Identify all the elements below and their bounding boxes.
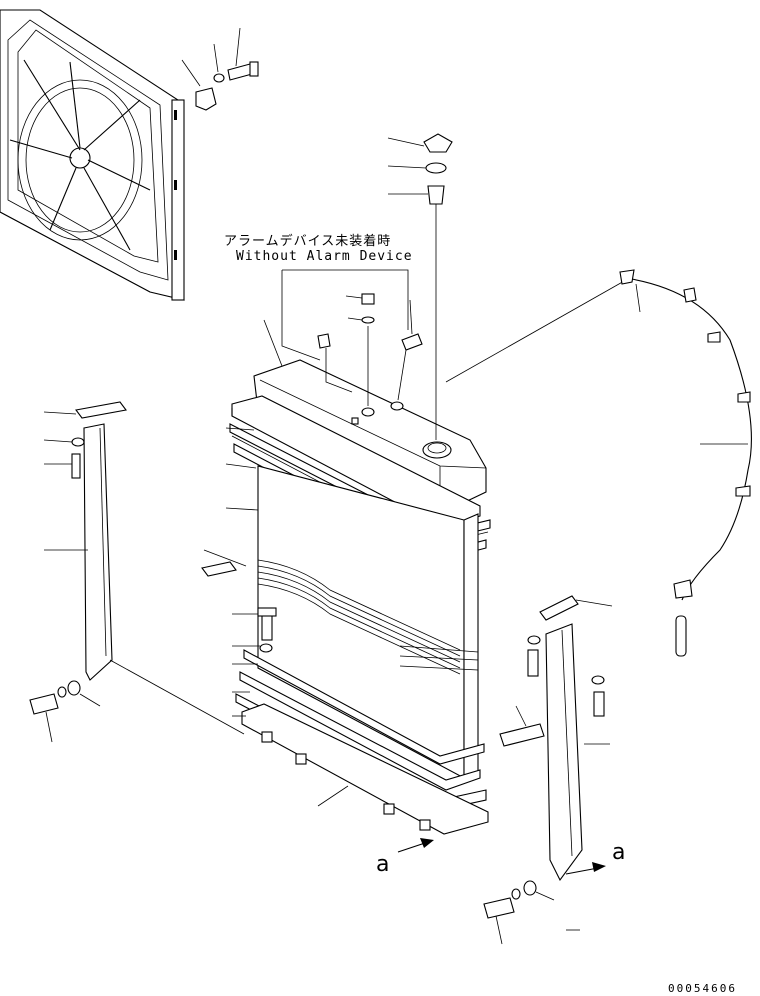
shroud-mount-parts (181, 27, 259, 111)
left-side-stay (29, 401, 245, 743)
alarm-device-note-en: Without Alarm Device (236, 249, 413, 264)
view-reference-right: a (612, 840, 626, 865)
alarm-device-group (263, 269, 423, 406)
view-reference-left: a (376, 852, 390, 877)
radiator-assembly (229, 359, 491, 835)
alarm-device-note-jp: アラームデバイス未装着時 (224, 234, 392, 249)
view-arrows (397, 838, 606, 875)
drawing-number: 00054606 (668, 982, 737, 995)
fan-shroud (0, 9, 185, 301)
core-fasteners (201, 427, 349, 807)
hose-and-sensor (445, 269, 752, 657)
radiator-cap-parts (387, 133, 453, 440)
right-side-stay (483, 595, 613, 945)
